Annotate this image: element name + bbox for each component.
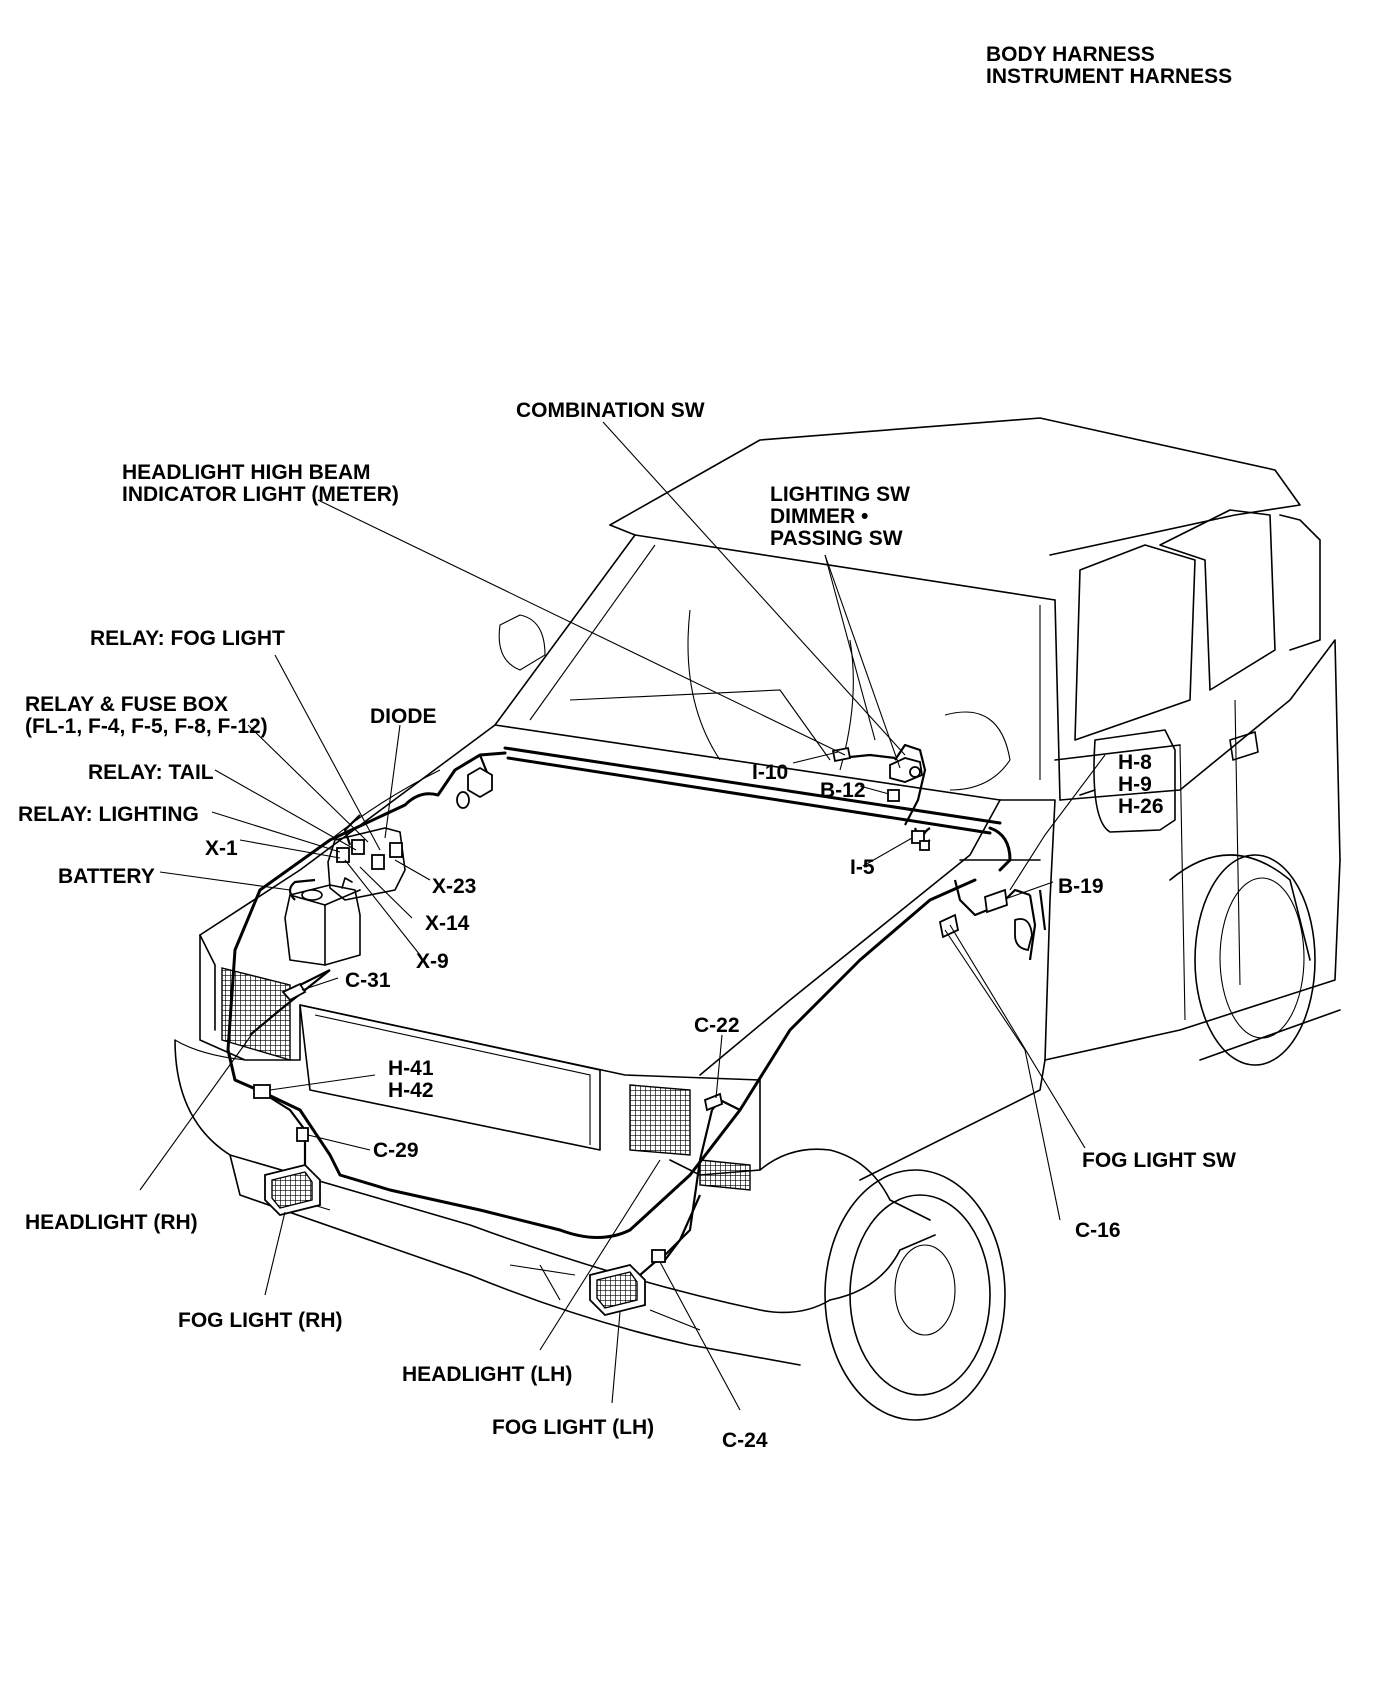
label-relay-fuse-box-2: (FL-1, F-4, F-5, F-8, F-12) xyxy=(25,715,268,738)
label-b19: B-19 xyxy=(1058,875,1104,898)
label-c29: C-29 xyxy=(373,1139,419,1162)
label-i5: I-5 xyxy=(850,856,875,879)
label-i10: I-10 xyxy=(752,761,789,784)
label-h42: H-42 xyxy=(388,1079,434,1102)
label-lighting-sw-1: LIGHTING SW xyxy=(770,483,910,506)
leader-lines xyxy=(139,421,1106,1411)
label-relay-lighting: RELAY: LIGHTING xyxy=(18,803,199,826)
label-c16: C-16 xyxy=(1075,1219,1121,1242)
label-x14: X-14 xyxy=(425,912,470,935)
label-x1: X-1 xyxy=(205,837,238,860)
diagram-header-line2: INSTRUMENT HARNESS xyxy=(986,65,1233,88)
label-fog-light-lh: FOG LIGHT (LH) xyxy=(492,1416,655,1439)
label-c24: C-24 xyxy=(722,1429,768,1452)
label-relay-tail: RELAY: TAIL xyxy=(88,761,214,784)
label-c22: C-22 xyxy=(694,1014,740,1037)
label-combination-sw: COMBINATION SW xyxy=(516,399,705,422)
battery-shape xyxy=(284,877,361,966)
label-b12: B-12 xyxy=(820,779,866,802)
label-h9: H-9 xyxy=(1118,773,1152,796)
label-h8: H-8 xyxy=(1118,751,1152,774)
label-lighting-sw-3: PASSING SW xyxy=(770,527,903,550)
label-headlight-high-beam-2: INDICATOR LIGHT (METER) xyxy=(122,483,399,506)
fuse-box-shape xyxy=(327,827,406,901)
label-fog-light-rh: FOG LIGHT (RH) xyxy=(178,1309,343,1332)
label-lighting-sw-2: DIMMER • xyxy=(770,505,869,528)
diagram-header-line1: BODY HARNESS xyxy=(986,43,1155,66)
label-headlight-rh: HEADLIGHT (RH) xyxy=(25,1211,198,1234)
label-battery: BATTERY xyxy=(58,865,155,888)
label-x9: X-9 xyxy=(416,950,449,973)
vehicle-outline xyxy=(174,417,1341,1421)
label-h41: H-41 xyxy=(388,1057,434,1080)
label-x23: X-23 xyxy=(432,875,477,898)
label-c31: C-31 xyxy=(345,969,391,992)
label-h26: H-26 xyxy=(1118,795,1164,818)
connector-symbols xyxy=(253,746,1033,1316)
label-headlight-lh: HEADLIGHT (LH) xyxy=(402,1363,573,1386)
label-headlight-high-beam-1: HEADLIGHT HIGH BEAM xyxy=(122,461,371,484)
label-diode: DIODE xyxy=(370,705,437,728)
label-relay-fuse-box-1: RELAY & FUSE BOX xyxy=(25,693,229,716)
label-relay-fog-light: RELAY: FOG LIGHT xyxy=(90,627,285,650)
label-fog-light-sw: FOG LIGHT SW xyxy=(1082,1149,1236,1172)
